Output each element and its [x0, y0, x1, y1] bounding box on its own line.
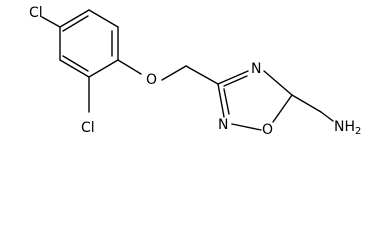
bond-ch2-ring: [185, 65, 219, 85]
atom-cl-bottom: Cl: [81, 120, 95, 136]
bond-c3-n4-inner: [223, 75, 248, 87]
bond-oxygen-ch2: [161, 65, 187, 81]
atom-ring-oxygen: O: [262, 122, 273, 138]
atom-amine: NH2: [334, 119, 361, 137]
bond-aryl-oxygen: [117, 59, 142, 75]
atom-ether-oxygen: O: [146, 72, 157, 88]
bond-ch2-n: [320, 111, 334, 122]
structure-canvas: Cl Cl O N O N NH2: [29, 5, 362, 138]
amine-subscript: 2: [355, 126, 361, 137]
oxadiazole-ring: [217, 70, 293, 131]
bond-ring-5-inner: [62, 55, 89, 72]
molecule-drawing: Cl Cl O N O N NH2: [29, 5, 361, 138]
bond-ring-1: [59, 9, 90, 28]
atom-cl-top: Cl: [29, 5, 43, 21]
bond-c3-n4: [217, 70, 249, 85]
atom-ring-nitrogen-top: N: [251, 61, 261, 77]
bond-ring-5: [59, 59, 90, 78]
amine-label: NH: [334, 119, 355, 135]
benzene-ring: [59, 9, 119, 78]
bond-n2-c3-inner: [223, 88, 230, 115]
bond-ring-1-inner: [62, 15, 89, 32]
bond-ring-4: [88, 59, 119, 78]
bond-n2-c3: [217, 83, 225, 118]
atom-ring-nitrogen-bottom: N: [218, 117, 228, 133]
bond-n4-c5: [263, 70, 293, 96]
bond-ring-2: [88, 9, 119, 28]
bond-cl-top: [41, 16, 61, 28]
bond-o1-n2: [231, 123, 262, 131]
bond-c5-ch2: [291, 94, 322, 113]
bond-c5-o1: [272, 94, 293, 123]
